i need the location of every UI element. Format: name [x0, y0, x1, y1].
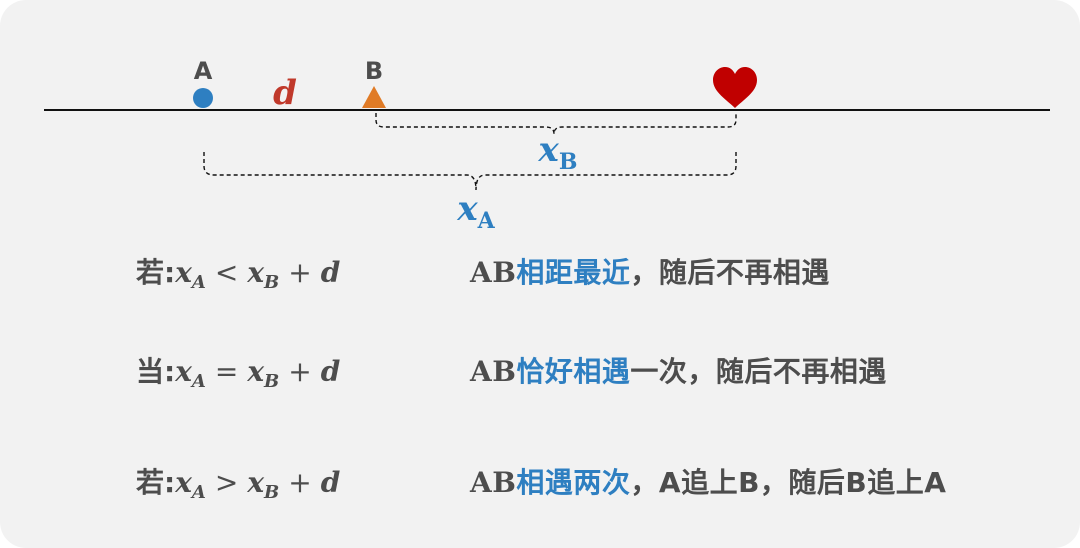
gap-d-label: d [273, 73, 297, 113]
point-b-label: B [365, 57, 383, 85]
result-rest: ，随后不再相遇 [630, 256, 830, 289]
xb-label: xB [538, 130, 578, 175]
condition-1: 若:xA<xB+d [136, 248, 340, 298]
rhs-var: x [247, 256, 265, 289]
plus-op: + [288, 466, 312, 499]
result-highlight: 相距最近 [516, 256, 631, 289]
lhs-var: x [175, 466, 192, 499]
point-a-label: A [194, 57, 213, 85]
brace-xb [375, 113, 737, 135]
motion-diagram: A d B xB xA [44, 57, 1050, 234]
condition-3: 若:xA>xB+d [136, 458, 340, 508]
result-ab: AB [470, 256, 517, 289]
plus-op: + [288, 355, 312, 388]
lhs-var: x [175, 256, 192, 289]
result-1: AB相距最近，随后不再相遇 [470, 248, 830, 298]
condition-prefix: 当: [136, 355, 176, 388]
point-b-marker [362, 86, 386, 108]
condition-prefix: 若: [136, 466, 176, 499]
comparison-op: = [214, 355, 239, 388]
lhs-sub: A [191, 272, 206, 293]
heart-icon [713, 67, 757, 108]
condition-2: 当:xA=xB+d [136, 347, 340, 397]
d-var: d [320, 256, 341, 289]
condition-row-1: 若:xA<xB+d AB相距最近，随后不再相遇 [0, 248, 1080, 298]
plus-op: + [288, 256, 312, 289]
result-2: AB恰好相遇一次，随后不再相遇 [470, 347, 887, 397]
result-highlight: 相遇两次 [516, 466, 631, 499]
point-a-marker [193, 88, 213, 108]
lhs-var: x [175, 355, 192, 388]
result-highlight: 恰好相遇 [516, 355, 631, 388]
condition-row-3: 若:xA>xB+d AB相遇两次，A追上B，随后B追上A [0, 458, 1080, 508]
rhs-var: x [247, 466, 265, 499]
result-ab: AB [470, 466, 517, 499]
rhs-sub: B [264, 272, 280, 293]
result-3: AB相遇两次，A追上B，随后B追上A [470, 458, 946, 508]
lhs-sub: A [191, 371, 206, 392]
d-var: d [320, 355, 341, 388]
comparison-op: < [214, 256, 239, 289]
condition-prefix: 若: [136, 256, 176, 289]
xa-label: xA [456, 189, 495, 234]
rhs-var: x [247, 355, 265, 388]
result-rest: 一次，随后不再相遇 [630, 355, 887, 388]
condition-row-2: 当:xA=xB+d AB恰好相遇一次，随后不再相遇 [0, 347, 1080, 397]
comparison-op: > [214, 466, 239, 499]
rhs-sub: B [264, 371, 280, 392]
lhs-sub: A [191, 482, 206, 503]
result-rest: ，A追上B，随后B追上A [630, 466, 947, 499]
brace-xa [203, 152, 737, 191]
result-ab: AB [470, 355, 517, 388]
d-var: d [320, 466, 341, 499]
rhs-sub: B [264, 482, 280, 503]
